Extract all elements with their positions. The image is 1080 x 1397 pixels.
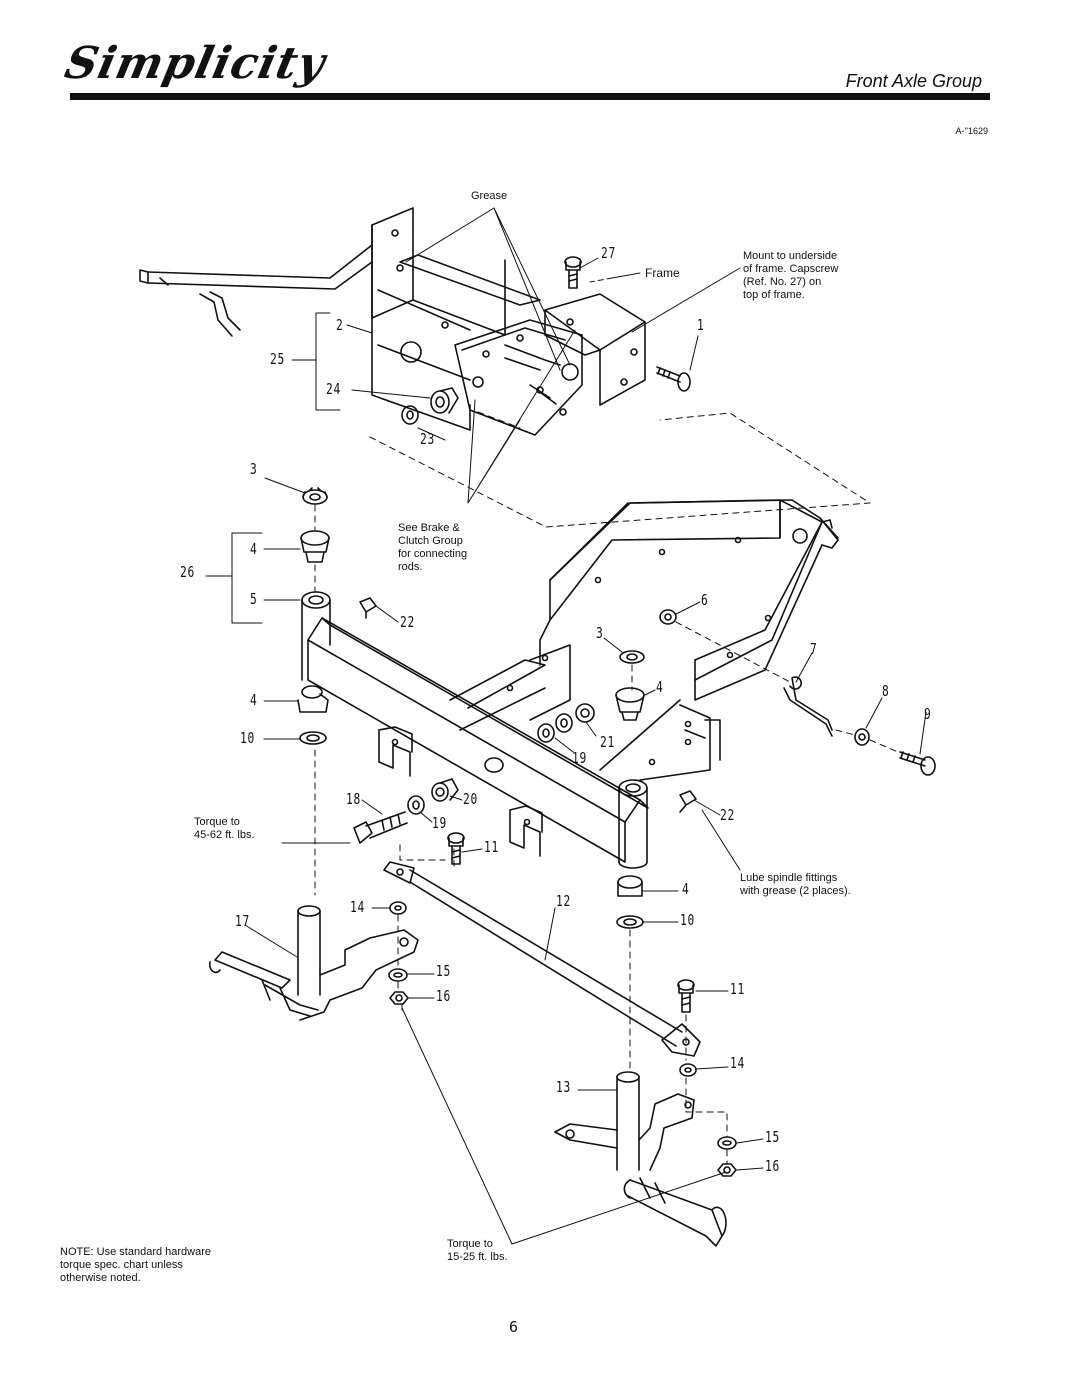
callout-16-right: 16 — [765, 1157, 781, 1175]
capscrew-11-lower — [678, 980, 694, 1012]
callout-20: 20 — [463, 790, 479, 808]
footnote-line-3: otherwise noted. — [60, 1272, 141, 1284]
tie-rod-hardware — [389, 902, 736, 1176]
callout-17: 17 — [235, 912, 251, 930]
callout-22-right: 22 — [720, 806, 736, 824]
lube-note-line-2: with grease (2 places). — [740, 885, 851, 897]
callout-27: 27 — [601, 244, 617, 262]
lock-rod-hardware — [784, 677, 935, 775]
header-rule — [70, 93, 990, 100]
center-hardware — [354, 610, 676, 843]
callout-11-lower: 11 — [730, 980, 746, 998]
callout-21: 21 — [600, 733, 616, 751]
axle-right-spindle-boss — [619, 780, 647, 868]
callout-12: 12 — [556, 892, 572, 910]
callout-8: 8 — [882, 682, 890, 700]
mount-note-line-2: of frame. Capscrew — [743, 263, 839, 275]
figure-id: A-''1629 — [955, 126, 988, 136]
callout-4-left-upper: 4 — [250, 540, 258, 558]
capscrew-27 — [565, 257, 581, 288]
tie-rod — [384, 862, 700, 1056]
torque-lower-line-1: Torque to — [447, 1238, 493, 1250]
callout-3-left: 3 — [250, 460, 258, 478]
torque-upper-line-1: Torque to — [194, 816, 240, 828]
main-axle-frame — [508, 500, 839, 780]
callout-15-right: 15 — [765, 1128, 781, 1146]
left-spindle — [210, 906, 418, 1020]
callout-9: 9 — [924, 705, 932, 723]
callout-3-center: 3 — [596, 624, 604, 642]
torque-lower-note: Torque to 15-25 ft. lbs. — [447, 1238, 508, 1264]
callout-6: 6 — [701, 591, 709, 609]
callout-24: 24 — [326, 380, 342, 398]
see-brake-note: See Brake & Clutch Group for connecting … — [398, 522, 467, 574]
bushing-24-washer-23 — [402, 388, 458, 424]
capscrew-11-upper — [448, 833, 464, 864]
footnote-line-1: NOTE: Use standard hardware — [60, 1246, 212, 1258]
front-axle-beam — [308, 618, 648, 862]
grease-label: Grease — [471, 190, 508, 202]
see-brake-line-3: for connecting — [398, 548, 468, 560]
callout-11-upper: 11 — [484, 838, 500, 856]
mount-note-line-4: top of frame. — [743, 289, 805, 301]
right-stack-hardware — [617, 876, 643, 928]
torque-lower-line-2: 15-25 ft. lbs. — [447, 1251, 508, 1263]
callout-16-left: 16 — [436, 987, 452, 1005]
mount-note: Mount to underside of frame. Capscrew (R… — [743, 250, 838, 302]
callout-19-left: 19 — [432, 814, 448, 832]
callout-7: 7 — [810, 640, 818, 658]
right-spindle — [555, 1072, 726, 1246]
torque-upper-line-2: 45-62 ft. lbs. — [194, 829, 255, 841]
left-stack-hardware — [298, 488, 329, 744]
shift-rod — [140, 245, 372, 336]
section-title: Front Axle Group — [845, 71, 982, 91]
lube-note-line-1: Lube spindle fittings — [740, 872, 838, 884]
mount-note-line-1: Mount to underside — [743, 250, 838, 262]
see-brake-line-1: See Brake & — [398, 522, 460, 534]
callout-23: 23 — [420, 430, 436, 448]
see-brake-line-2: Clutch Group — [398, 535, 463, 547]
callout-1: 1 — [697, 316, 705, 334]
footnote-line-2: torque spec. chart unless — [60, 1259, 183, 1271]
callout-13: 13 — [556, 1078, 572, 1096]
callout-5: 5 — [250, 590, 258, 608]
frame-label: Frame — [645, 266, 680, 280]
callout-2: 2 — [336, 316, 344, 334]
callout-4-center: 4 — [656, 678, 664, 696]
callout-14-left: 14 — [350, 898, 366, 916]
axle-pivot-bracket — [372, 208, 540, 430]
callout-26: 26 — [180, 563, 196, 581]
footnote: NOTE: Use standard hardware torque spec.… — [60, 1246, 211, 1285]
torque-upper-note: Torque to 45-62 ft. lbs. — [194, 816, 255, 842]
callout-4-left-lower: 4 — [250, 691, 258, 709]
callout-4-right: 4 — [682, 880, 690, 898]
lube-note: Lube spindle fittings with grease (2 pla… — [740, 872, 851, 898]
leader-lines — [206, 208, 926, 1244]
axle-left-spindle-boss — [302, 592, 330, 680]
callout-14-right: 14 — [730, 1054, 746, 1072]
callout-18: 18 — [346, 790, 362, 808]
capscrew-1 — [657, 367, 690, 391]
callout-25: 25 — [270, 350, 286, 368]
callout-22-left: 22 — [400, 613, 416, 631]
callout-10-right: 10 — [680, 911, 696, 929]
frame-mount-bracket — [545, 294, 645, 405]
callout-10-left: 10 — [240, 729, 256, 747]
dashed-alignment-lines — [315, 412, 898, 1164]
see-brake-line-4: rods. — [398, 561, 423, 573]
callout-15-left: 15 — [436, 962, 452, 980]
page-number: 6 — [509, 1318, 519, 1336]
mount-note-line-3: (Ref. No. 27) on — [743, 276, 822, 288]
callout-19-center: 19 — [572, 749, 588, 767]
